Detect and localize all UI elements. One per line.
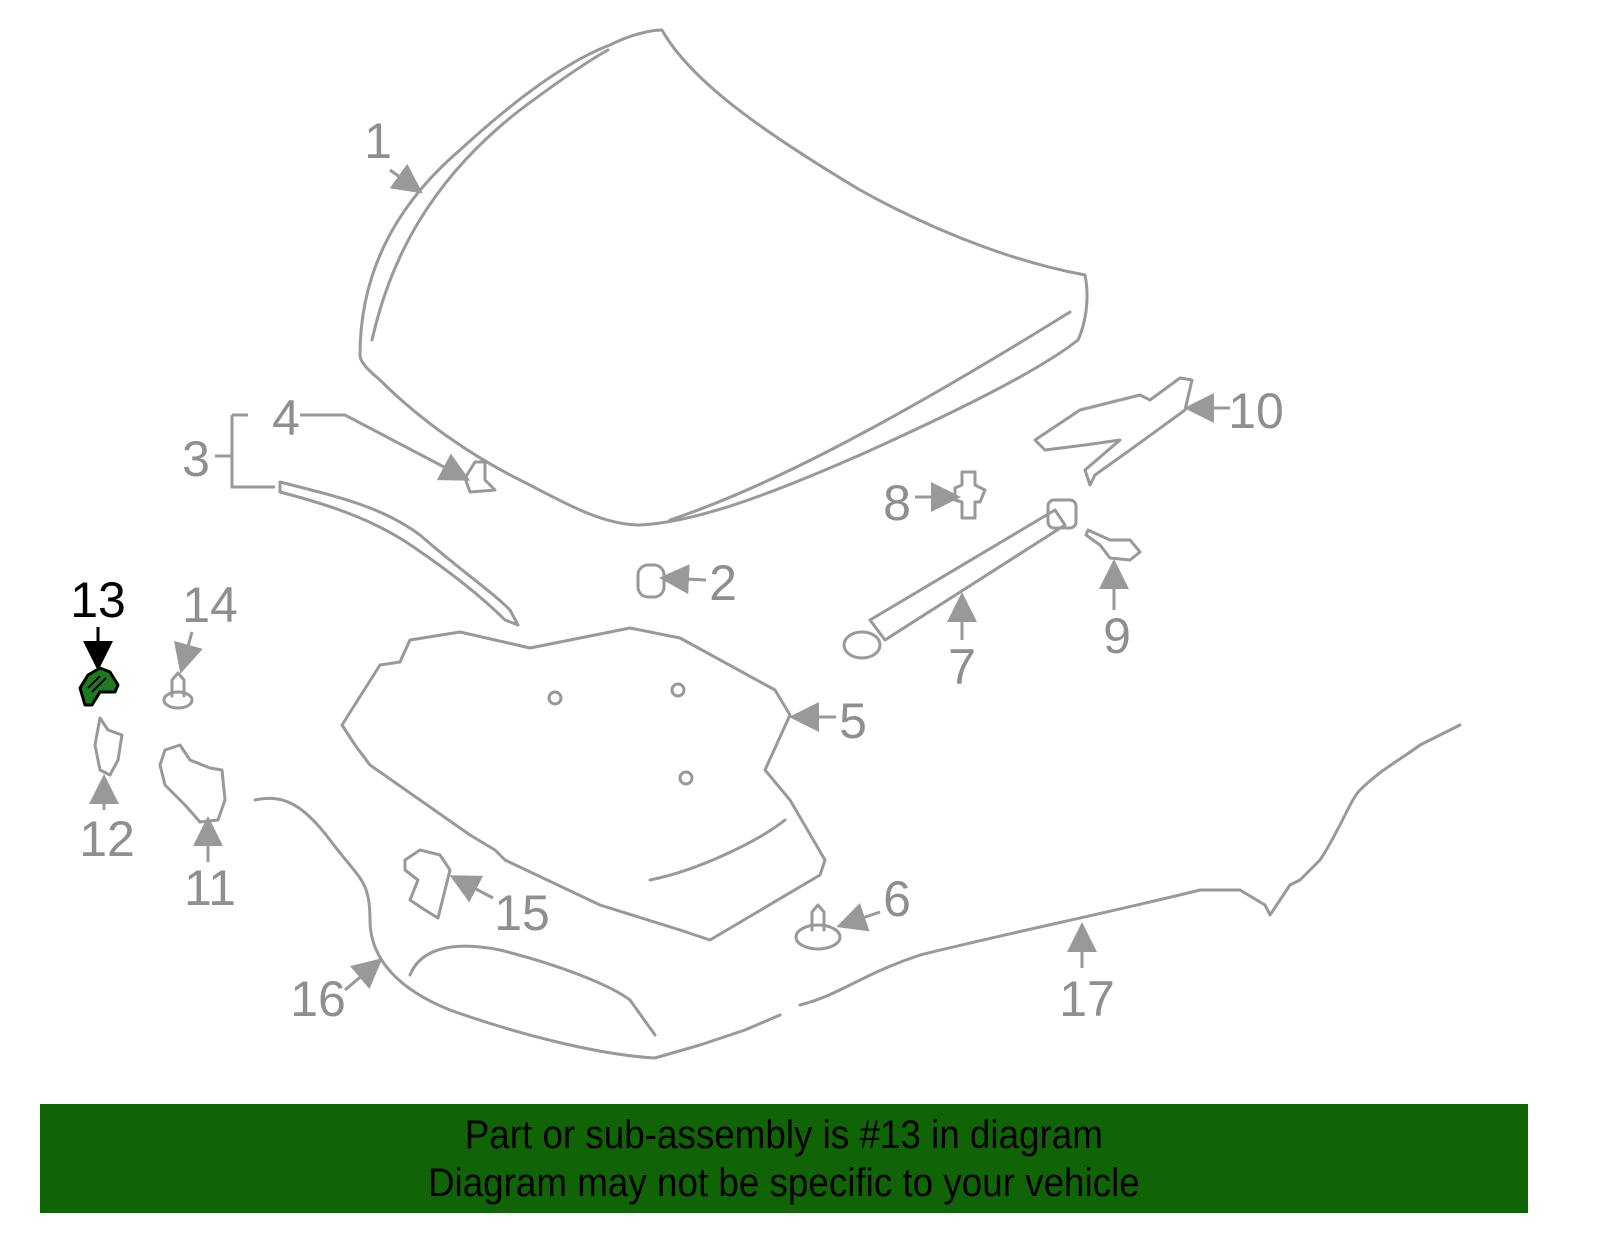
part-1-hood[interactable] (358, 28, 1089, 527)
part-11-latch[interactable] (158, 743, 227, 824)
part-info-banner: Part or sub-assembly is #13 in diagram D… (40, 1104, 1528, 1213)
callout-3: 3 (182, 431, 210, 487)
callout-15: 15 (494, 885, 550, 941)
part-13-highlighted[interactable] (78, 666, 120, 707)
callout-17: 17 (1059, 971, 1115, 1027)
part-16-release-cable[interactable] (253, 796, 782, 1060)
callout-13: 13 (70, 572, 126, 628)
part-15-lock-assembly[interactable] (403, 848, 452, 920)
callout-8: 8 (883, 475, 911, 531)
callout-12: 12 (79, 811, 135, 867)
part-8-stud[interactable] (953, 470, 987, 520)
callout-7: 7 (948, 639, 976, 695)
callout-leaders (83, 163, 1230, 992)
banner-line-2: Diagram may not be specific to your vehi… (428, 1160, 1140, 1205)
callout-4: 4 (272, 390, 300, 446)
callout-2: 2 (709, 555, 737, 611)
part-2-bumper[interactable] (636, 563, 666, 599)
callout-6: 6 (883, 871, 911, 927)
part-14-clip[interactable] (162, 671, 194, 710)
callout-5: 5 (839, 693, 867, 749)
part-6-push-rivet[interactable] (794, 903, 842, 951)
part-5-insulator[interactable] (340, 626, 827, 942)
banner-line-1: Part or sub-assembly is #13 in diagram (464, 1112, 1104, 1157)
callout-1: 1 (364, 113, 392, 169)
part-12-bracket[interactable] (93, 716, 124, 777)
callout-16: 16 (290, 971, 346, 1027)
part-7-support-strut[interactable] (842, 498, 1078, 660)
part-9-ball-stud[interactable] (1084, 528, 1142, 562)
part-10-hinge[interactable] (1033, 376, 1194, 487)
part-4-clip[interactable] (463, 460, 497, 494)
callout-11: 11 (184, 860, 236, 916)
part-3-weatherstrip[interactable] (278, 480, 520, 627)
callout-9: 9 (1103, 608, 1131, 664)
callout-14: 14 (182, 577, 238, 633)
callout-10: 10 (1228, 383, 1284, 439)
part-17-release-cable[interactable] (798, 723, 1462, 1007)
